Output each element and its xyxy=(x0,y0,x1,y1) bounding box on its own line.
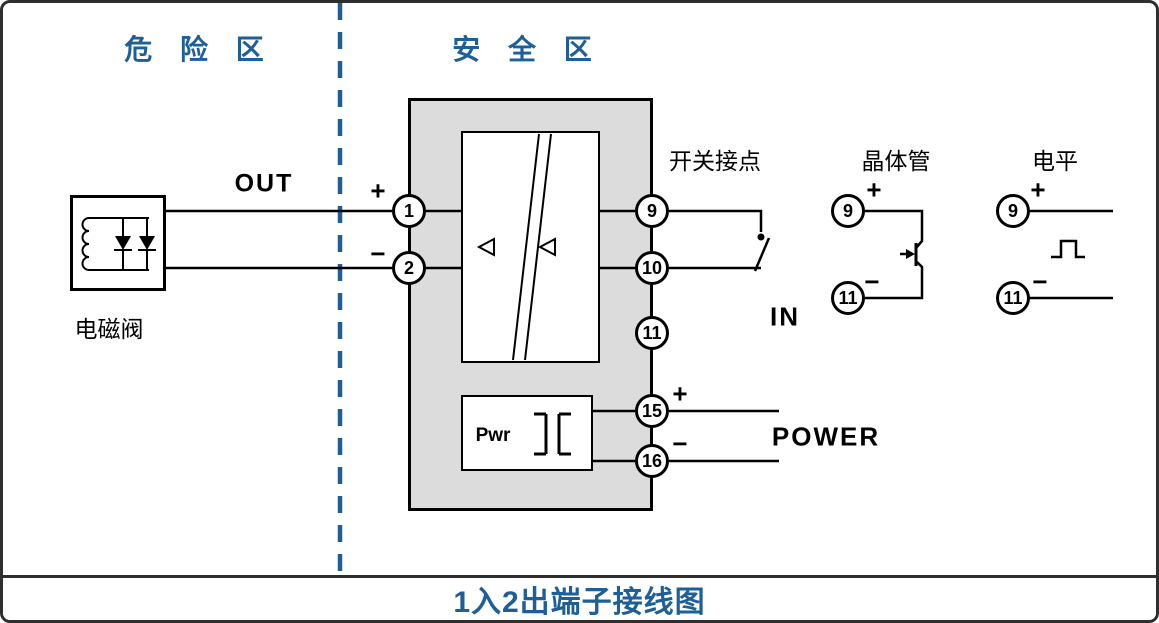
solenoid-valve-symbol xyxy=(81,217,156,271)
terminal-2: 2 xyxy=(392,251,426,285)
terminal-16: 16 xyxy=(635,444,669,478)
out-label: OUT xyxy=(234,169,294,198)
level-terminal-9: 9 xyxy=(996,194,1030,228)
transistor-label: 晶体管 xyxy=(861,148,931,174)
wiring-layer xyxy=(81,3,1113,575)
terminal-11: 11 xyxy=(635,316,669,350)
plus-sign-level-9: + xyxy=(1030,174,1046,205)
plus-sign-transistor-9: + xyxy=(866,174,882,205)
transistor-symbol xyxy=(900,243,918,266)
power-label: POWER xyxy=(771,421,881,452)
terminal-9: 9 xyxy=(635,194,669,228)
title-bar: 1入2出端子接线图 xyxy=(3,575,1156,620)
plus-sign-terminal-1: + xyxy=(370,175,386,206)
diagram-title: 1入2出端子接线图 xyxy=(453,586,706,619)
pwr-label: Pwr xyxy=(475,425,511,446)
minus-sign-terminal-2: − xyxy=(370,238,386,269)
connection-wires xyxy=(166,209,1113,463)
zone-label-hazardous: 危 险 区 xyxy=(124,34,274,65)
zone-label-safe: 安 全 区 xyxy=(452,34,602,65)
in-label: IN xyxy=(770,301,800,332)
isolation-symbol xyxy=(476,133,556,361)
switch-contact-label: 开关接点 xyxy=(669,148,761,174)
minus-sign-transistor-11: − xyxy=(864,266,880,297)
transistor-terminal-9: 9 xyxy=(831,194,865,228)
solenoid-valve-label: 电磁阀 xyxy=(74,316,144,342)
transformer-symbol xyxy=(534,412,571,456)
level-terminal-11: 11 xyxy=(996,281,1030,315)
transistor-terminal-11: 11 xyxy=(831,281,865,315)
terminal-15: 15 xyxy=(635,394,669,428)
level-label: 电平 xyxy=(1032,148,1078,174)
minus-sign-terminal-16: − xyxy=(672,428,688,459)
switch-contact-symbol xyxy=(753,233,771,272)
pulse-symbol xyxy=(1051,239,1085,259)
terminal-1: 1 xyxy=(392,194,426,228)
terminal-10: 10 xyxy=(635,251,669,285)
power-supply-box xyxy=(461,395,593,471)
minus-sign-level-11: − xyxy=(1032,266,1048,297)
plus-sign-terminal-15: + xyxy=(672,378,688,409)
